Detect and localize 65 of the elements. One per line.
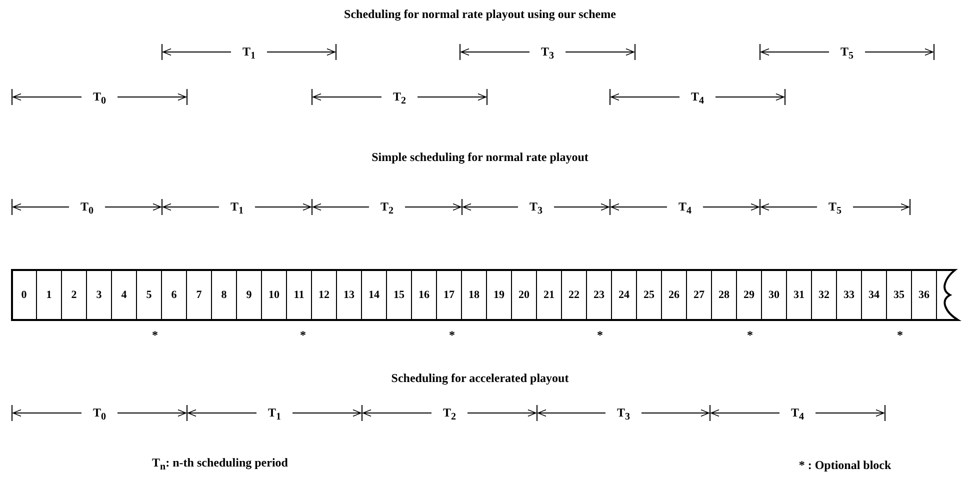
block-number: 27 [694, 289, 704, 301]
block-number: 9 [246, 289, 252, 301]
block-number: 8 [221, 289, 227, 301]
period-label: T$_{2}$ [393, 89, 406, 109]
block-number: 5 [146, 289, 152, 301]
block-number: 34 [868, 289, 880, 301]
block-number: 13 [344, 289, 354, 301]
block-number: 36 [918, 289, 930, 301]
block-number: 1 [46, 289, 52, 301]
block-number: 4 [121, 289, 127, 301]
section-heading: Scheduling for normal rate playout using our scheme [344, 7, 616, 21]
legend-note: T$_{n}$: n-th scheduling period [152, 455, 288, 475]
block-number: 28 [718, 289, 730, 301]
block-number: 17 [444, 289, 454, 301]
block-number: 32 [818, 289, 830, 301]
block-number: 11 [294, 289, 304, 301]
optional-mark: * [300, 328, 306, 342]
block-number: 18 [468, 289, 480, 301]
block-number: 15 [394, 289, 404, 301]
block-number: 23 [594, 289, 604, 301]
block-number: 21 [544, 289, 554, 301]
block-number: 26 [668, 289, 680, 301]
period-label: T$_{3}$ [541, 44, 554, 64]
block-number: 33 [844, 289, 854, 301]
period-label: T$_{0}$ [80, 199, 94, 219]
block-number: 22 [568, 289, 580, 301]
block-number: 14 [368, 289, 380, 301]
period-label: T$_{2}$ [443, 405, 456, 425]
block-number: 35 [894, 289, 904, 301]
period-label: T$_{0}$ [93, 405, 106, 425]
block-number: 16 [418, 289, 430, 301]
block-number: 0 [21, 289, 27, 301]
optional-mark: * [747, 328, 753, 342]
block-number: 25 [644, 289, 654, 301]
block-number: 7 [196, 289, 202, 301]
period-label: T$_{4}$ [791, 405, 804, 425]
block-number: 2 [71, 289, 77, 301]
block-number: 10 [268, 289, 280, 301]
period-label: T$_{5}$ [828, 199, 842, 219]
block-number: 6 [171, 289, 177, 301]
block-number: 20 [518, 289, 530, 301]
section-heading: Scheduling for accelerated playout [391, 371, 569, 385]
period-label: T$_{4}$ [678, 199, 692, 219]
optional-mark: * [152, 328, 158, 342]
optional-mark: * [897, 328, 903, 342]
block-number: 31 [794, 289, 804, 301]
block-number: 30 [768, 289, 780, 301]
block-number: 29 [744, 289, 754, 301]
block-number: 12 [318, 289, 330, 301]
period-label: T$_{5}$ [840, 44, 854, 64]
period-label: T$_{1}$ [242, 44, 256, 64]
block-number: 24 [618, 289, 630, 301]
period-label: T$_{0}$ [93, 89, 106, 109]
section-heading: Simple scheduling for normal rate playout [372, 150, 588, 164]
optional-mark: * [449, 328, 455, 342]
period-label: T$_{4}$ [691, 89, 704, 109]
block-number: 3 [96, 289, 102, 301]
block-number: 19 [494, 289, 504, 301]
period-label: T$_{1}$ [268, 405, 281, 425]
period-label: T$_{2}$ [380, 199, 394, 219]
legend-note: * : Optional block [798, 458, 892, 472]
period-label: T$_{1}$ [230, 199, 244, 219]
optional-mark: * [597, 328, 603, 342]
period-label: T$_{3}$ [530, 199, 542, 219]
period-label: T$_{3}$ [617, 405, 630, 425]
